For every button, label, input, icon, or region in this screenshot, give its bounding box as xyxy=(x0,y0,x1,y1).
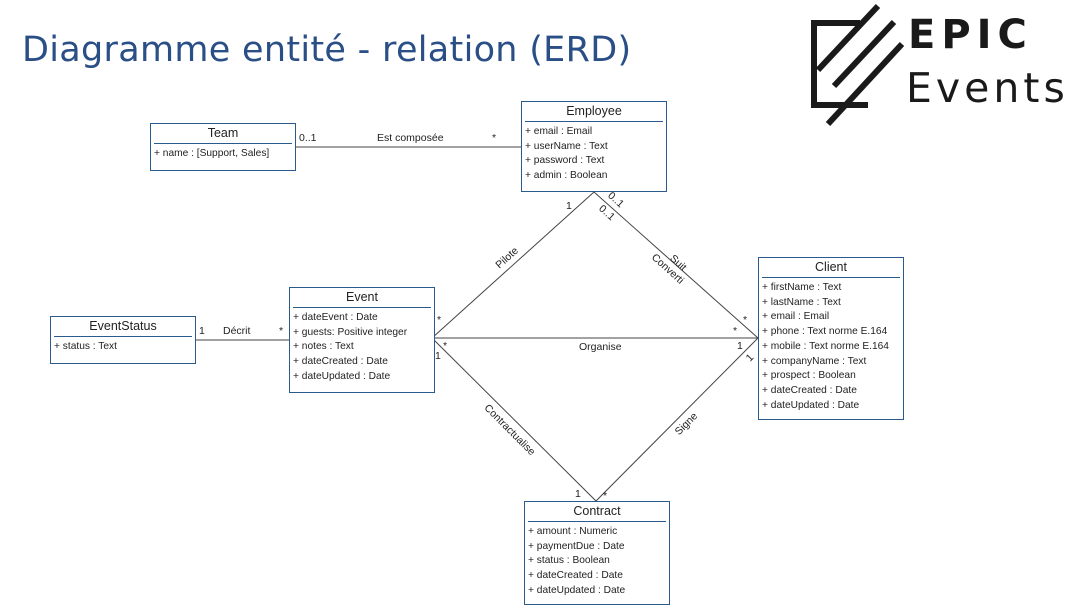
cardinality-decrit-event: * xyxy=(279,325,284,337)
line-pilote xyxy=(431,191,595,339)
attribute: + status : Boolean xyxy=(528,555,610,567)
attribute: + phone : Text norme E.164 xyxy=(762,326,888,338)
cardinality-signe-contract: * xyxy=(603,490,608,502)
cardinality-organise-event: * xyxy=(443,340,448,352)
attribute: + companyName : Text xyxy=(762,355,867,367)
attribute: + dateCreated : Date xyxy=(762,384,857,396)
relation-label-organise: Organise xyxy=(579,341,622,353)
logo-word-events: Events xyxy=(906,64,1069,112)
entity-team: Team + name : [Support, Sales] xyxy=(150,123,296,171)
attribute: + dateUpdated : Date xyxy=(293,370,391,382)
entity-name: Client xyxy=(815,260,847,274)
attribute: + mobile : Text norme E.164 xyxy=(762,340,889,352)
attribute: + lastName : Text xyxy=(762,296,841,308)
entity-event: Event + dateEvent : Date + guests: Posit… xyxy=(289,287,435,393)
entity-name: Event xyxy=(346,290,378,304)
attribute: + userName : Text xyxy=(525,140,608,152)
cardinality-converti-client: * xyxy=(733,325,738,337)
entity-employee: Employee + email : Email + userName : Te… xyxy=(521,101,667,192)
attribute: + status : Text xyxy=(54,341,117,352)
attribute: + dateUpdated : Date xyxy=(528,584,626,596)
entity-name: Team xyxy=(207,126,239,140)
cardinality-pilote-event: * xyxy=(437,314,442,326)
attribute: + dateCreated : Date xyxy=(293,356,388,368)
entity-name: EventStatus xyxy=(89,319,157,333)
entity-eventstatus: EventStatus + status : Text xyxy=(50,316,196,364)
line-suit xyxy=(593,191,759,339)
attribute: + dateEvent : Date xyxy=(293,312,378,323)
attribute: + prospect : Boolean xyxy=(762,370,856,382)
entity-contract: Contract + amount : Numeric + paymentDue… xyxy=(524,501,670,605)
attribute: + notes : Text xyxy=(293,341,354,353)
attribute: + firstName : Text xyxy=(762,282,842,293)
cardinality-team: 0..1 xyxy=(299,132,317,144)
epic-events-logo: EPIC Events xyxy=(806,2,1088,132)
relation-label-est-composee: Est composée xyxy=(377,132,444,144)
attribute: + name : [Support, Sales] xyxy=(154,148,270,159)
cardinality-pilote-employee: 1 xyxy=(566,200,572,212)
attribute: + dateUpdated : Date xyxy=(762,399,860,411)
cardinality-decrit-eventstatus: 1 xyxy=(199,325,205,337)
cardinality-organise-client: 1 xyxy=(737,340,743,352)
entity-name: Employee xyxy=(566,104,622,118)
entity-name: Contract xyxy=(573,504,621,518)
attribute: + password : Text xyxy=(525,155,605,167)
attribute: + dateCreated : Date xyxy=(528,570,623,582)
cardinality-contractualise-contract: 1 xyxy=(575,488,581,500)
line-signe xyxy=(595,337,759,502)
attribute: + admin : Boolean xyxy=(525,170,608,182)
relation-label-decrit: Décrit xyxy=(223,325,251,337)
page-title: Diagramme entité - relation (ERD) xyxy=(22,30,632,70)
attribute: + email : Email xyxy=(525,126,593,137)
cardinality-contractualise-event: 1 xyxy=(435,350,441,362)
line-contractualise xyxy=(431,337,597,502)
attribute: + amount : Numeric xyxy=(528,526,618,537)
logo-mark-icon xyxy=(811,3,905,127)
attribute: + paymentDue : Date xyxy=(528,540,625,552)
attribute: + guests: Positive integer xyxy=(293,326,408,338)
logo-word-epic: EPIC xyxy=(908,12,1033,58)
cardinality-employee: * xyxy=(492,132,497,144)
entity-client: Client + firstName : Text + lastName : T… xyxy=(758,257,904,420)
attribute: + email : Email xyxy=(762,311,830,323)
cardinality-suit-client: * xyxy=(743,314,748,326)
